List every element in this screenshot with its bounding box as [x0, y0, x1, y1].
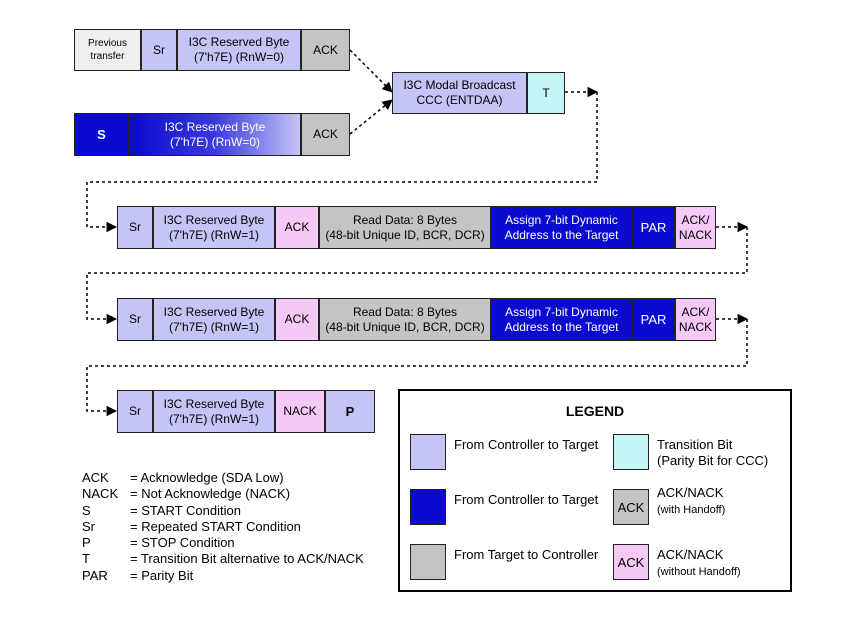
definition-text: = START Condition — [130, 502, 241, 518]
stop-cell: P — [325, 390, 375, 433]
previous-transfer-cell: Previous transfer — [74, 29, 141, 71]
definition-row: NACK = Not Acknowledge (NACK) — [82, 486, 364, 502]
ack-cell: ACK — [301, 113, 350, 156]
definition-abbr: ACK — [82, 470, 109, 485]
legend-label: ACK/NACK — [657, 485, 724, 500]
sr-cell: Sr — [117, 298, 153, 341]
assign-address-cell: Assign 7-bit Dynamic Address to the Targ… — [491, 206, 632, 249]
definition-text: = Not Acknowledge (NACK) — [130, 486, 291, 502]
legend-swatch-controller-light — [410, 434, 446, 470]
legend-swatch-transition — [613, 434, 649, 470]
reserved-byte-cell: I3C Reserved Byte (7'h7E) (RnW=1) — [153, 298, 275, 341]
transition-bit-cell: T — [527, 72, 565, 114]
definition-abbr: PAR — [82, 567, 108, 583]
definition-text: = Acknowledge (SDA Low) — [130, 470, 284, 485]
assign-address-cell: Assign 7-bit Dynamic Address to the Targ… — [491, 298, 632, 341]
sr-cell: Sr — [117, 390, 153, 433]
legend-sublabel: (without Handoff) — [657, 566, 741, 578]
legend-box: LEGEND From Controller to Target From Co… — [398, 389, 792, 592]
reserved-byte-cell: I3C Reserved Byte (7'h7E) (RnW=0) — [177, 29, 301, 71]
definition-abbr: S — [82, 502, 91, 518]
ack-cell: ACK — [301, 29, 350, 71]
definition-text: = Repeated START Condition — [130, 518, 301, 534]
arrow-wrap-to-row3 — [86, 92, 598, 233]
legend-label: From Controller to Target — [454, 492, 599, 507]
parity-cell: PAR — [632, 298, 675, 341]
legend-title: LEGEND — [565, 403, 625, 419]
definition-text: = Parity Bit — [130, 567, 194, 583]
legend-label: Transition Bit (Parity Bit for CCC) — [657, 437, 769, 468]
legend-swatch-ack-handoff: ACK — [613, 489, 649, 525]
reserved-byte-cell: I3C Reserved Byte (7'h7E) (RnW=0) — [129, 113, 301, 156]
legend-swatch-ack-no-handoff: ACK — [613, 544, 649, 580]
definition-row: T = Transition Bit alternative to ACK/NAC… — [82, 551, 364, 567]
arrow-row1-to-ccc — [349, 49, 393, 93]
definition-abbr: P — [82, 535, 91, 551]
definition-row: ACK = Acknowledge (SDA Low) — [82, 470, 364, 486]
start-cell: S — [74, 113, 129, 156]
read-data-cell: Read Data: 8 Bytes (48-bit Unique ID, BC… — [319, 206, 491, 249]
legend-sublabel: (with Handoff) — [657, 504, 726, 516]
ack-nack-cell: ACK/ NACK — [675, 298, 716, 341]
sr-cell: Sr — [117, 206, 153, 249]
arrow-wrap-to-row4 — [86, 227, 748, 325]
arrow-wrap-to-row5 — [86, 319, 748, 417]
definition-abbr: NACK — [82, 486, 119, 502]
parity-cell: PAR — [632, 206, 675, 249]
legend-swatch-target — [410, 544, 446, 580]
legend-label: From Controller to Target — [454, 437, 599, 452]
reserved-byte-cell: I3C Reserved Byte (7'h7E) (RnW=1) — [153, 206, 275, 249]
definition-text: = STOP Condition — [130, 535, 235, 551]
read-data-cell: Read Data: 8 Bytes (48-bit Unique ID, BC… — [319, 298, 491, 341]
definition-abbr: Sr — [82, 518, 95, 534]
legend-swatch-controller-dark — [410, 489, 446, 525]
definition-row: P = STOP Condition — [82, 535, 364, 551]
abbreviation-list: ACK = Acknowledge (SDA Low) NACK = Not Ack… — [82, 470, 364, 584]
ccc-entdaa-cell: I3C Modal Broadcast CCC (ENTDAA) — [392, 72, 527, 114]
definition-row: PAR = Parity Bit — [82, 568, 364, 584]
arrow-row2-to-ccc — [349, 99, 393, 135]
legend-label: From Target to Controller — [454, 547, 599, 562]
definition-row: Sr = Repeated START Condition — [82, 519, 364, 535]
definition-text: = Transition Bit alternative to ACK/NACK — [130, 551, 364, 567]
reserved-byte-cell: I3C Reserved Byte (7'h7E) (RnW=1) — [153, 390, 275, 433]
definition-row: S = START Condition — [82, 503, 364, 519]
ack-cell: ACK — [275, 298, 319, 341]
nack-cell: NACK — [275, 390, 325, 433]
definition-abbr: T — [82, 551, 90, 567]
ack-cell: ACK — [275, 206, 319, 249]
legend-label: ACK/NACK — [657, 547, 724, 562]
ack-nack-cell: ACK/ NACK — [675, 206, 716, 249]
sr-cell: Sr — [141, 29, 177, 71]
